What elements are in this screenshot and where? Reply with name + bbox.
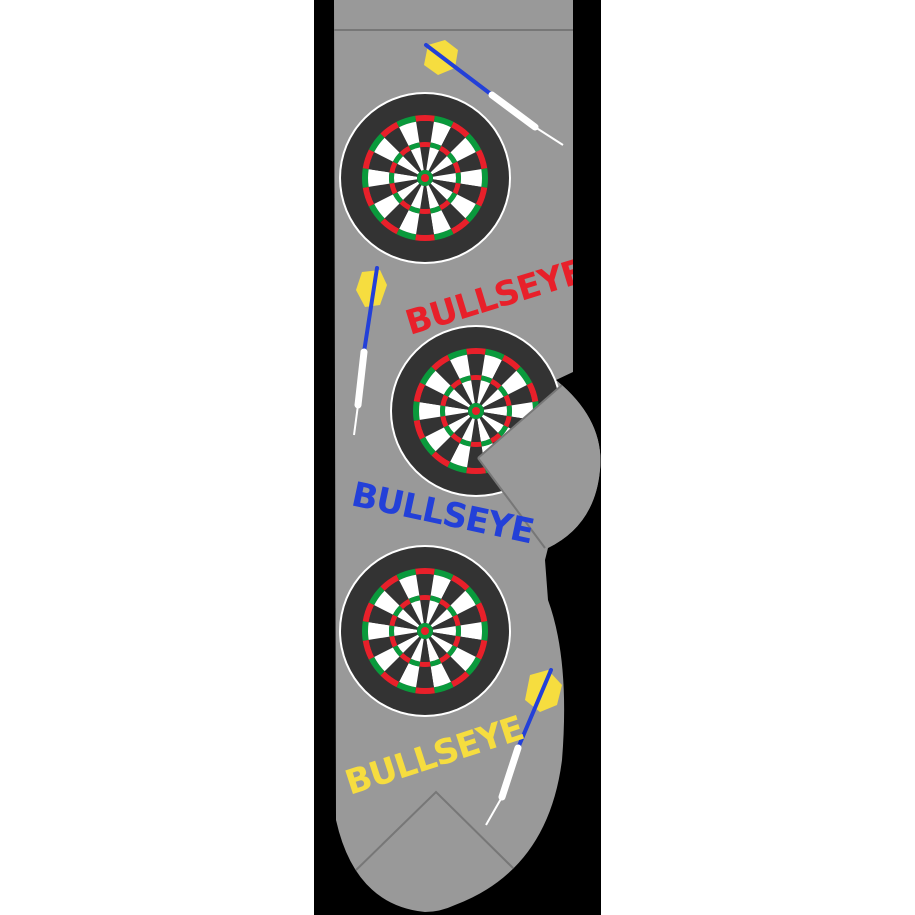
dart-left-icon xyxy=(353,266,387,436)
dartboard-bottom xyxy=(339,545,511,717)
dartboard-top xyxy=(339,92,511,264)
heel-flap xyxy=(478,378,601,548)
toe-seam xyxy=(351,790,516,875)
dart-top-icon xyxy=(424,40,564,146)
dart-bottom-icon xyxy=(485,668,562,826)
sock-body: BULLSEYE BULLSEYE BULLSEYE xyxy=(334,0,601,912)
